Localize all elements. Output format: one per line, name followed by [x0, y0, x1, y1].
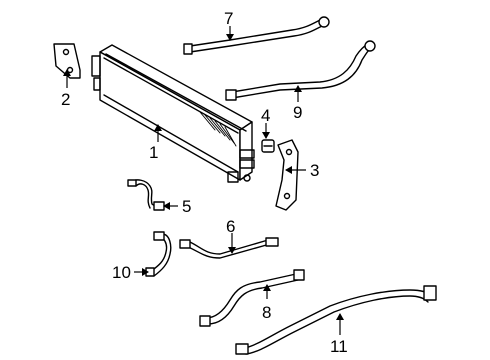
pipe-11-part	[235, 285, 437, 355]
callout-5: 5	[182, 197, 191, 216]
callout-7: 7	[224, 9, 233, 28]
pipe-9-part	[225, 40, 376, 101]
callout-1: 1	[149, 143, 158, 162]
pipe-7-part	[183, 16, 330, 55]
oil-cooler-part	[91, 44, 255, 183]
callout-10: 10	[112, 263, 131, 282]
hose-6-part	[179, 237, 279, 259]
pipe-8-part	[199, 269, 305, 327]
callout-2: 2	[61, 90, 70, 109]
fitting-part	[261, 139, 275, 153]
callout-8: 8	[262, 303, 271, 322]
callout-3: 3	[310, 161, 319, 180]
callout-11: 11	[330, 337, 348, 356]
callout-9: 9	[293, 103, 302, 122]
callout-4: 4	[261, 106, 270, 125]
hose-10-part	[145, 231, 172, 277]
bracket-right-part	[275, 139, 299, 211]
callout-6: 6	[226, 217, 235, 236]
hose-small-part	[127, 179, 165, 211]
